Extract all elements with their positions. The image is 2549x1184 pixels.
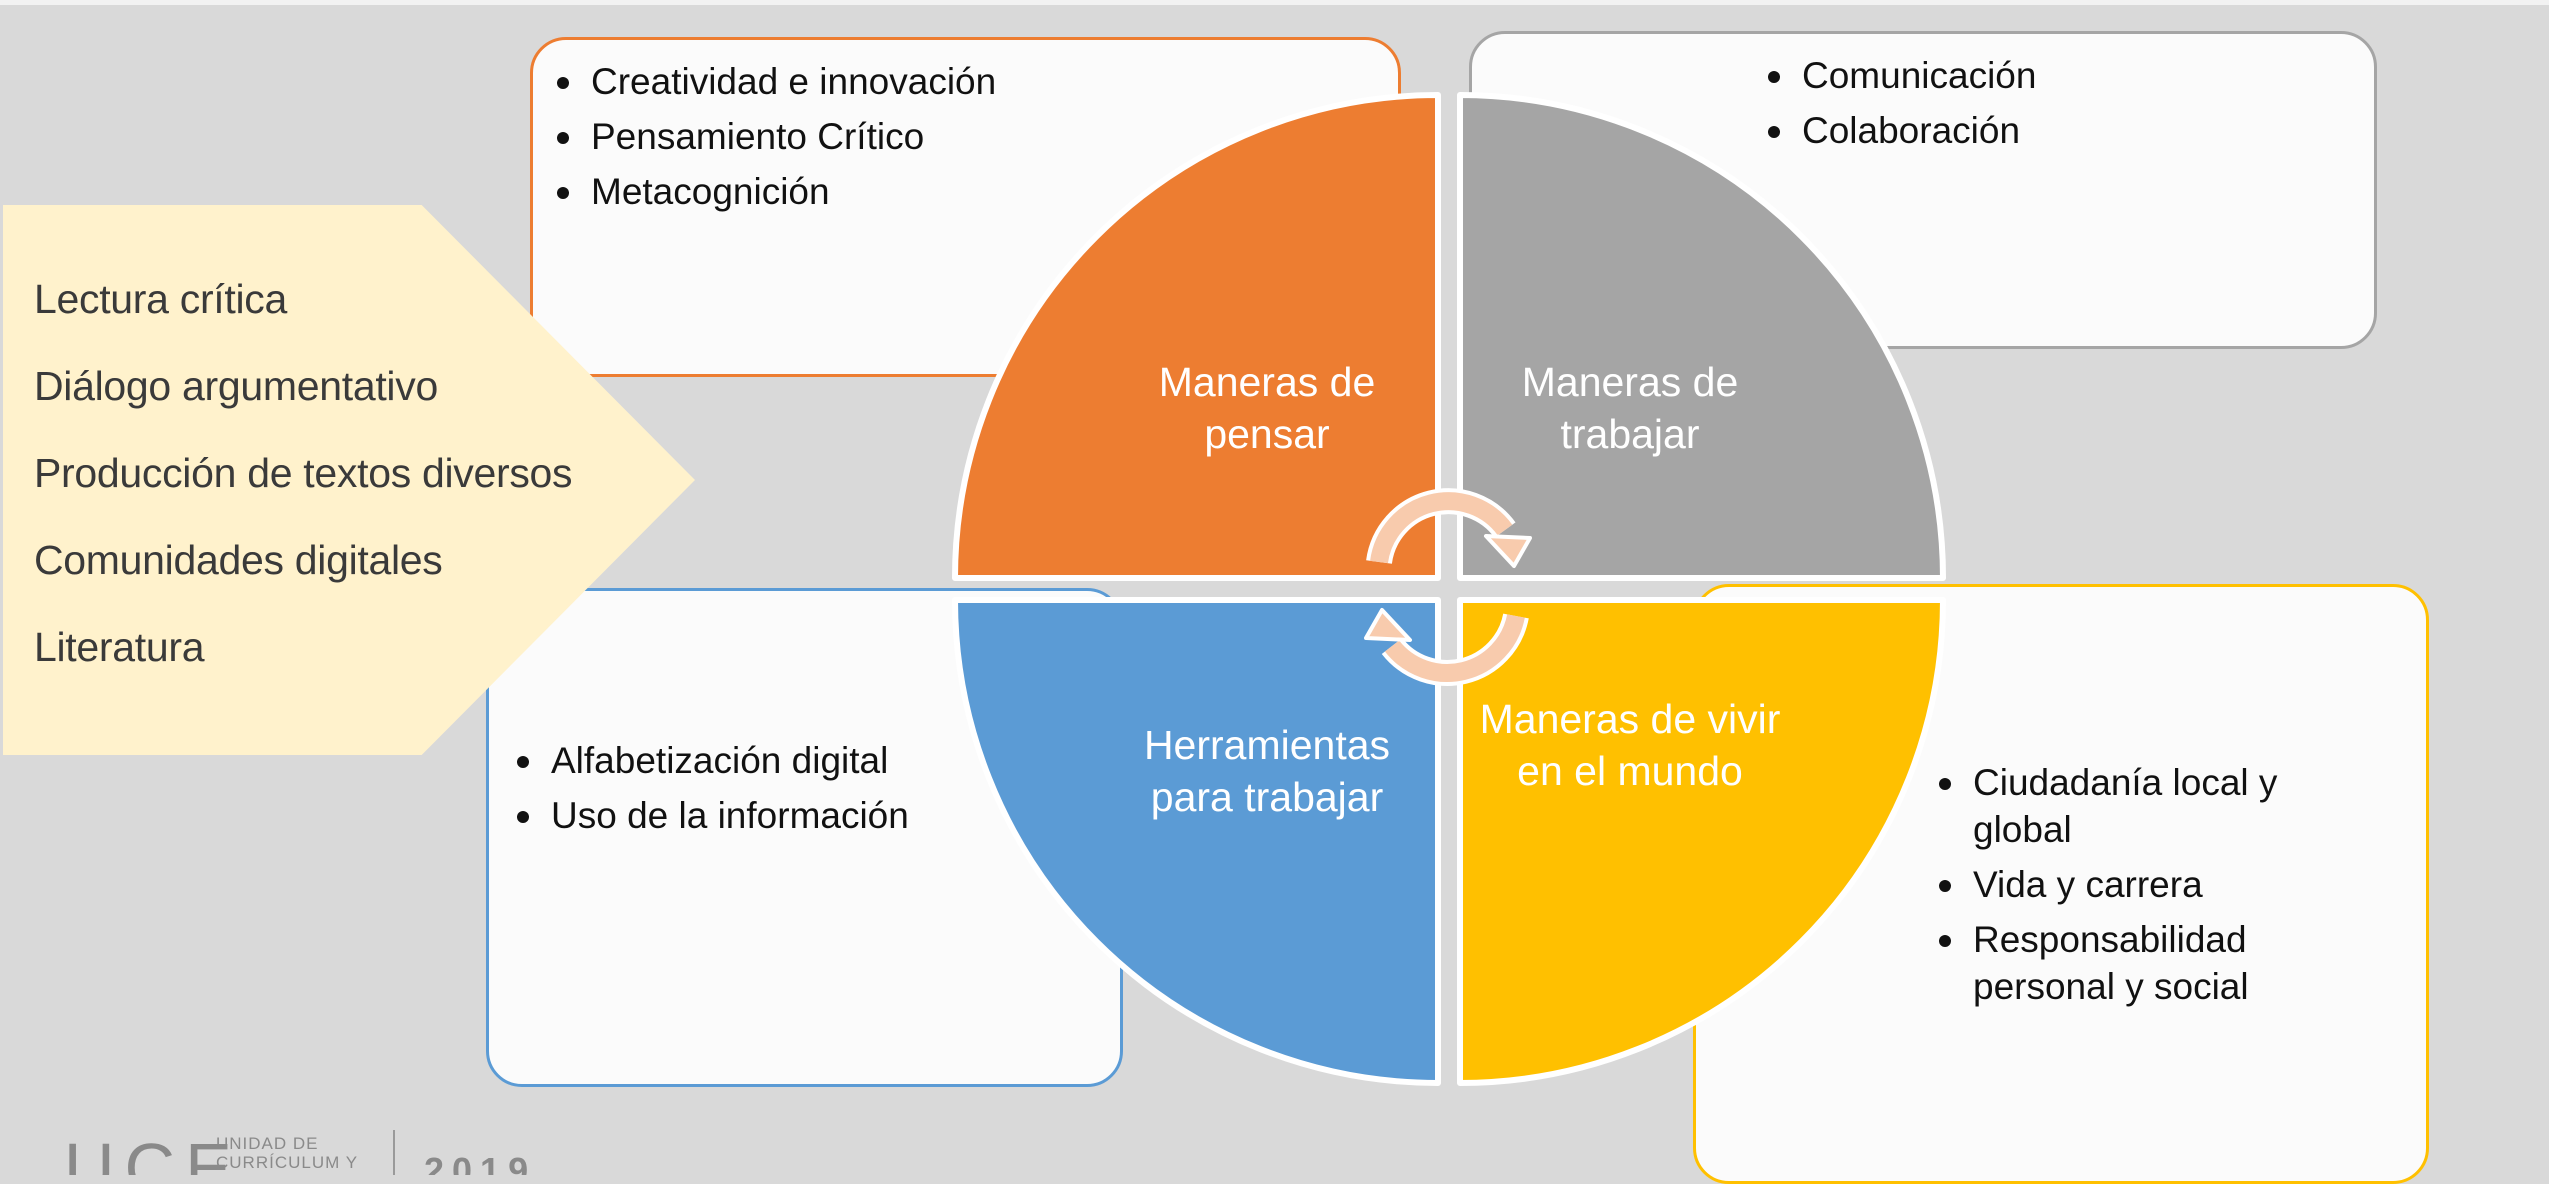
quadrant-maneras-de-trabajar <box>1457 92 1946 581</box>
list-item: Metacognición <box>553 168 996 215</box>
logo-subtitle-text: UNIDAD DE CURRÍCULUM Y <box>216 1134 359 1172</box>
list-item: Responsabilidad personal y social <box>1935 916 2335 1010</box>
logo-letters: UCE <box>64 1129 242 1175</box>
list-item: Vida y carrera <box>1935 861 2335 908</box>
list-herramientas-para-trabajar: Alfabetización digital Uso de la informa… <box>513 737 933 847</box>
cycle-arrow-top-icon <box>1366 488 1532 568</box>
logo-divider <box>393 1130 395 1175</box>
list-item: Alfabetización digital <box>513 737 933 784</box>
competencia-item: Lectura crítica <box>34 276 287 322</box>
list-maneras-de-trabajar: Comunicación Colaboración <box>1764 52 2036 162</box>
competencia-item: Comunidades digitales <box>34 537 443 583</box>
list-item: Uso de la información <box>513 792 933 839</box>
list-maneras-de-pensar: Creatividad e innovación Pensamiento Crí… <box>553 58 996 223</box>
quadrant-label-trabajar: Maneras de trabajar <box>1521 359 1739 457</box>
list-maneras-de-vivir: Ciudadanía local y global Vida y carrera… <box>1935 759 2335 1018</box>
competencia-item: Producción de textos diversos <box>34 450 573 496</box>
quadrant-label-pensar: Maneras de pensar <box>1158 359 1376 457</box>
competencias-list: Lectura crítica Diálogo argumentativo Pr… <box>34 273 573 708</box>
quadrant-maneras-de-pensar <box>952 92 1441 581</box>
quadrant-maneras-de-vivir <box>1457 597 1946 1086</box>
logo-subtitle: UNIDAD DE CURRÍCULUM Y <box>216 1134 376 1172</box>
quadrant-label-vivir: Maneras de vivir en el mundo <box>1479 696 1781 794</box>
quadrant-label-herramientas: Herramientas para trabajar <box>1143 722 1391 820</box>
list-item: Comunicación <box>1764 52 2036 99</box>
competencia-item: Literatura <box>34 624 205 670</box>
quadrant-herramientas-para-trabajar <box>952 597 1441 1086</box>
list-item: Pensamiento Crítico <box>553 113 996 160</box>
top-edge <box>0 0 2549 5</box>
competencia-item: Diálogo argumentativo <box>34 363 438 409</box>
list-item: Creatividad e innovación <box>553 58 996 105</box>
list-item: Ciudadanía local y global <box>1935 759 2335 853</box>
footer-logo: UCE UNIDAD DE CURRÍCULUM Y 2019 <box>60 1128 620 1175</box>
cycle-arrow-bottom-icon <box>1364 608 1529 686</box>
logo-year: 2019 <box>424 1150 537 1175</box>
list-item: Colaboración <box>1764 107 2036 154</box>
